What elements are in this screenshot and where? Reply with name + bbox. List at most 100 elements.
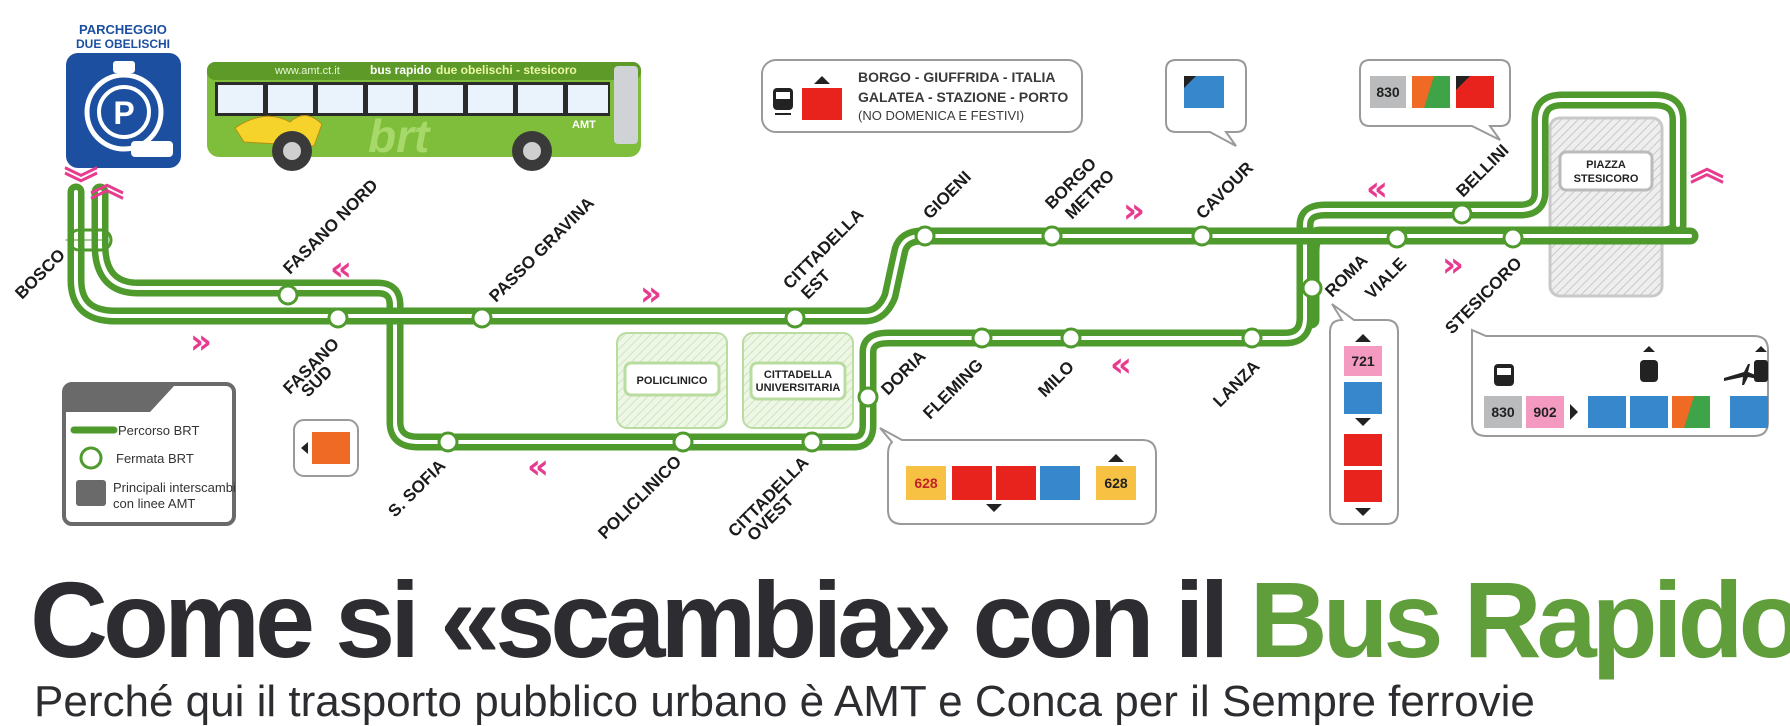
badge-628-a: 628 (914, 475, 938, 491)
chevron-left-icon: « (1110, 345, 1132, 385)
chevron-up-icon: ︽ (90, 165, 124, 205)
chevron-right-icon: » (190, 322, 212, 362)
direction-arrows: ︾ ︽ « » » « » « « » ︽ (64, 149, 1724, 487)
stop-policlinico (672, 431, 694, 453)
badge-628-b: 628 (1104, 475, 1128, 491)
cittadella-univ-label-2: UNIVERSITARIA (756, 382, 841, 394)
info-box-fasano-sud (293, 419, 359, 477)
train-icon (773, 88, 793, 115)
bosco-stop-marker (67, 228, 113, 252)
cittadella-universitaria-area: CITTADELLA UNIVERSITARIA (742, 332, 854, 429)
arrow-up-icon (1108, 454, 1124, 462)
stop-label-passo-gravina: PASSO GRAVINA (485, 193, 598, 306)
arrow-down-icon (986, 504, 1002, 512)
piazza-label-2: STESICORO (1574, 173, 1639, 185)
stop-borgo-metro (1041, 225, 1063, 247)
legend-route-label: Percorso BRT (118, 423, 199, 438)
bus-website: www.amt.ct.it (274, 65, 340, 77)
stop-cittadella-ovest (801, 431, 823, 453)
stop-fasano-nord (277, 284, 299, 306)
arrow-down-icon (1355, 508, 1371, 516)
train-icon (1754, 346, 1768, 382)
info-box-cavour (1165, 59, 1247, 147)
stop-label-bosco: BOSCO (11, 245, 69, 303)
bus-route-name: due obelischi - stesicoro (436, 63, 577, 77)
bus-brand: AMT (572, 119, 596, 131)
headline-main: Come si «scambia» con il (30, 559, 1250, 680)
badge-830-b: 830 (1491, 404, 1515, 420)
badge-902: 902 (1533, 404, 1557, 420)
arrow-left-icon (301, 442, 308, 454)
page-headline: Come si «scambia» con il Bus Rapido (30, 566, 1790, 674)
parking-icon: P (66, 53, 181, 168)
stop-label-gioeni: GIOENI (919, 167, 975, 223)
stop-milo (1060, 327, 1082, 349)
parking-subtitle: DUE OBELISCHI (76, 37, 170, 51)
info-box-borgo: BORGO - GIUFFRIDA - ITALIA GALATEA - STA… (761, 59, 1083, 133)
legend-interchange-swatch (76, 480, 106, 506)
chevron-down-icon: ︾ (64, 165, 98, 205)
stop-stesicoro (1502, 227, 1524, 249)
chevron-left-icon: « (527, 447, 549, 487)
brt-route-line (65, 91, 1699, 451)
legend-stop-label: Fermata BRT (116, 451, 194, 466)
stop-fleming (971, 327, 993, 349)
svg-text:P: P (113, 95, 134, 131)
piazza-label-1: PIAZZA (1586, 159, 1626, 171)
chevron-right-icon: » (640, 274, 662, 314)
bus-line-badge-red (802, 88, 842, 120)
arrow-right-icon (1570, 404, 1578, 420)
stop-cavour (1191, 225, 1213, 247)
stop-doria (857, 386, 879, 408)
badge-721: 721 (1351, 353, 1375, 369)
headline-accent: Bus Rapido (1249, 559, 1790, 680)
stop-label-policlinico: POLICLINICO (594, 452, 685, 543)
stop-label-cavour: CAVOUR (1192, 158, 1257, 223)
info-borgo-note: (NO DOMENICA E FESTIVI) (858, 108, 1024, 123)
stop-markers (277, 203, 1524, 453)
arrow-up-icon (1355, 334, 1371, 342)
stop-label-bellini: BELLINI (1452, 141, 1512, 201)
policlinico-area-label: POLICLINICO (637, 375, 708, 387)
arrow-up-icon (814, 76, 830, 84)
info-borgo-line1: BORGO - GIUFFRIDA - ITALIA (858, 69, 1056, 85)
piazza-stesicoro-area: PIAZZA STESICORO (1548, 116, 1664, 298)
stop-fasano-sud (327, 307, 349, 329)
arrow-down-icon (1355, 418, 1371, 426)
stop-label-s-sofia: S. SOFIA (384, 456, 449, 521)
stop-passo-gravina (471, 307, 493, 329)
badge-830: 830 (1376, 84, 1400, 100)
stop-lanza (1241, 327, 1263, 349)
stop-viale (1386, 227, 1408, 249)
chevron-left-icon: « (1366, 169, 1388, 209)
chevron-right-icon: » (1123, 191, 1145, 231)
page-subheadline: Perché qui il trasporto pubblico urbano … (34, 677, 1535, 726)
info-box-viale: 721 (1329, 303, 1399, 525)
chevron-left-icon: « (330, 249, 352, 289)
info-box-doria: 628 628 (879, 427, 1157, 525)
parking-title: PARCHEGGIO (79, 22, 167, 37)
stop-gioeni (914, 225, 936, 247)
stop-bellini (1451, 203, 1473, 225)
chevron-up-icon: ︽ (1690, 149, 1724, 189)
stop-label-fleming: FLEMING (919, 355, 987, 423)
legend: Percorso BRT Fermata BRT Principali inte… (62, 382, 236, 526)
legend-interchange-label-1: Principali interscambi (113, 480, 236, 495)
policlinico-area: POLICLINICO (616, 332, 728, 429)
brt-route-map: PARCHEGGIO DUE OBELISCHI P www.amt.ct.it… (11, 22, 1769, 545)
stop-roma (1301, 277, 1323, 299)
info-box-stesicoro: 830 902 (1471, 328, 1769, 437)
train-icon (1494, 364, 1514, 386)
legend-stop-swatch (79, 446, 103, 470)
airplane-icon (1724, 364, 1758, 385)
chevron-right-icon: » (1442, 245, 1464, 285)
info-borgo-line2: GALATEA - STAZIONE - PORTO (858, 89, 1068, 105)
info-box-bellini: 830 (1359, 59, 1511, 141)
train-icon (1640, 346, 1658, 382)
stop-label-doria: DORIA (877, 347, 929, 399)
stop-label-lanza: LANZA (1209, 357, 1263, 411)
stop-s-sofia (437, 431, 459, 453)
bus-route-prefix: bus rapido (370, 63, 431, 77)
cittadella-univ-label-1: CITTADELLA (764, 369, 832, 381)
stop-label-milo: MILO (1034, 357, 1077, 400)
